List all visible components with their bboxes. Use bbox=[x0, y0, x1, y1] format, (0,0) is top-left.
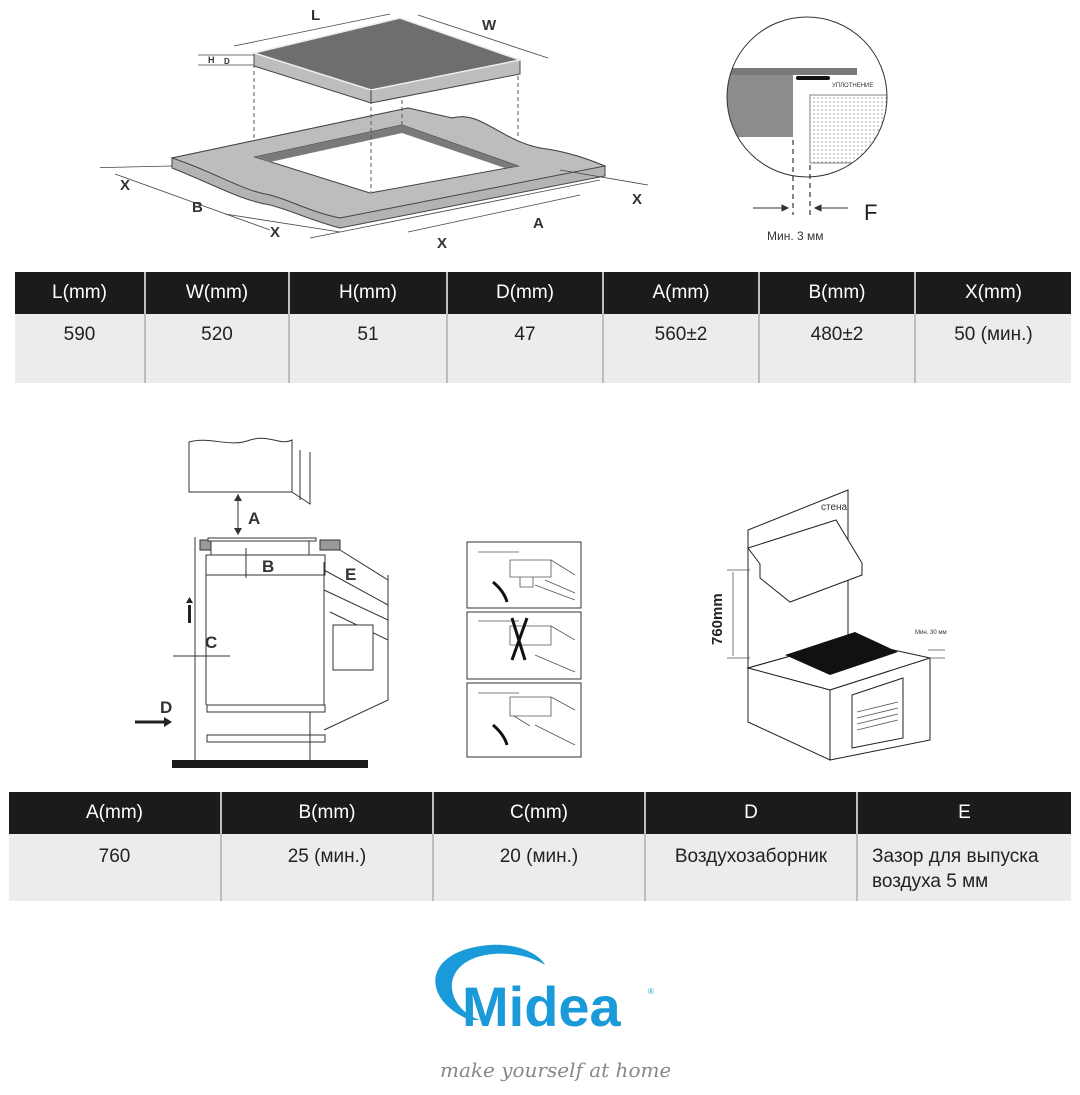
side-label-a: A bbox=[248, 509, 260, 528]
brand-tagline: make yourself at home bbox=[440, 1058, 670, 1082]
seal-label: УПЛОТНЕНИЕ bbox=[832, 83, 873, 89]
min-gap-label: Мин. 30 мм bbox=[915, 630, 947, 636]
dim-label-x-right: X bbox=[632, 191, 642, 208]
dim-label-a: A bbox=[533, 215, 544, 232]
dimensions-table: L(mm) W(mm) H(mm) D(mm) A(mm) B(mm) X(mm… bbox=[15, 272, 1071, 383]
dim-label-x-front: X bbox=[437, 235, 447, 252]
clearance-iso-diagram: стена 760mm Мин. 30 мм bbox=[695, 485, 965, 765]
side-label-e: E bbox=[345, 565, 356, 584]
table-row: 590 520 51 47 560±2 480±2 50 (мин.) bbox=[15, 314, 1071, 383]
logo-text: Midea bbox=[462, 975, 622, 1038]
brand-logo: Midea ® make yourself at home bbox=[420, 940, 670, 1090]
gap-caption: Мин. 3 мм bbox=[767, 229, 824, 243]
header-b: B(mm) bbox=[221, 792, 434, 834]
side-label-c: C bbox=[205, 633, 217, 652]
seal-detail-diagram: УПЛОТНЕНИЕ F Мин. 3 мм bbox=[720, 10, 890, 250]
header-d: D bbox=[645, 792, 858, 834]
ventilation-side-diagram: A B C D E bbox=[130, 430, 410, 775]
dim-label-x-left: X bbox=[120, 177, 130, 194]
header-a: A(mm) bbox=[603, 272, 760, 314]
dim-label-w: W bbox=[482, 17, 497, 34]
header-a: A(mm) bbox=[9, 792, 222, 834]
table-row: 760 25 (мин.) 20 (мин.) Воздухозаборник … bbox=[9, 834, 1071, 901]
value-c: 20 (мин.) bbox=[433, 834, 646, 901]
value-d: 47 bbox=[447, 314, 604, 383]
dim-label-b: B bbox=[192, 199, 203, 216]
table-header-row: L(mm) W(mm) H(mm) D(mm) A(mm) B(mm) X(mm… bbox=[15, 272, 1071, 314]
header-b: B(mm) bbox=[759, 272, 916, 314]
height-760-label: 760mm bbox=[709, 593, 726, 645]
header-d: D(mm) bbox=[447, 272, 604, 314]
header-w: W(mm) bbox=[145, 272, 290, 314]
value-l: 590 bbox=[15, 314, 146, 383]
value-x: 50 (мин.) bbox=[915, 314, 1071, 383]
gap-label-f: F bbox=[864, 200, 877, 225]
value-b: 25 (мин.) bbox=[221, 834, 434, 901]
header-h: H(mm) bbox=[289, 272, 448, 314]
dim-label-h: H bbox=[208, 55, 215, 65]
header-c: C(mm) bbox=[433, 792, 646, 834]
value-d: Воздухозаборник bbox=[645, 834, 858, 901]
dim-label-d: D bbox=[224, 57, 230, 66]
value-a: 760 bbox=[9, 834, 222, 901]
value-e: Зазор для выпуска воздуха 5 мм bbox=[857, 834, 1071, 901]
table-header-row: A(mm) B(mm) C(mm) D E bbox=[9, 792, 1071, 834]
dim-label-x-bottom: X bbox=[270, 224, 280, 241]
ventilation-table: A(mm) B(mm) C(mm) D E 760 25 (мин.) 20 (… bbox=[9, 792, 1071, 901]
header-l: L(mm) bbox=[15, 272, 146, 314]
value-w: 520 bbox=[145, 314, 290, 383]
side-label-b: B bbox=[262, 557, 274, 576]
dim-label-l: L bbox=[311, 7, 320, 24]
installation-examples bbox=[466, 541, 584, 759]
side-label-d: D bbox=[160, 698, 172, 717]
wall-label: стена bbox=[821, 502, 848, 513]
registered-mark: ® bbox=[648, 987, 654, 996]
value-h: 51 bbox=[289, 314, 448, 383]
header-x: X(mm) bbox=[915, 272, 1071, 314]
header-e: E bbox=[857, 792, 1071, 834]
value-b: 480±2 bbox=[759, 314, 916, 383]
logo-swoosh-icon bbox=[435, 944, 545, 1020]
value-a: 560±2 bbox=[603, 314, 760, 383]
cutout-diagram: L W H D X B X X A X bbox=[100, 0, 700, 260]
